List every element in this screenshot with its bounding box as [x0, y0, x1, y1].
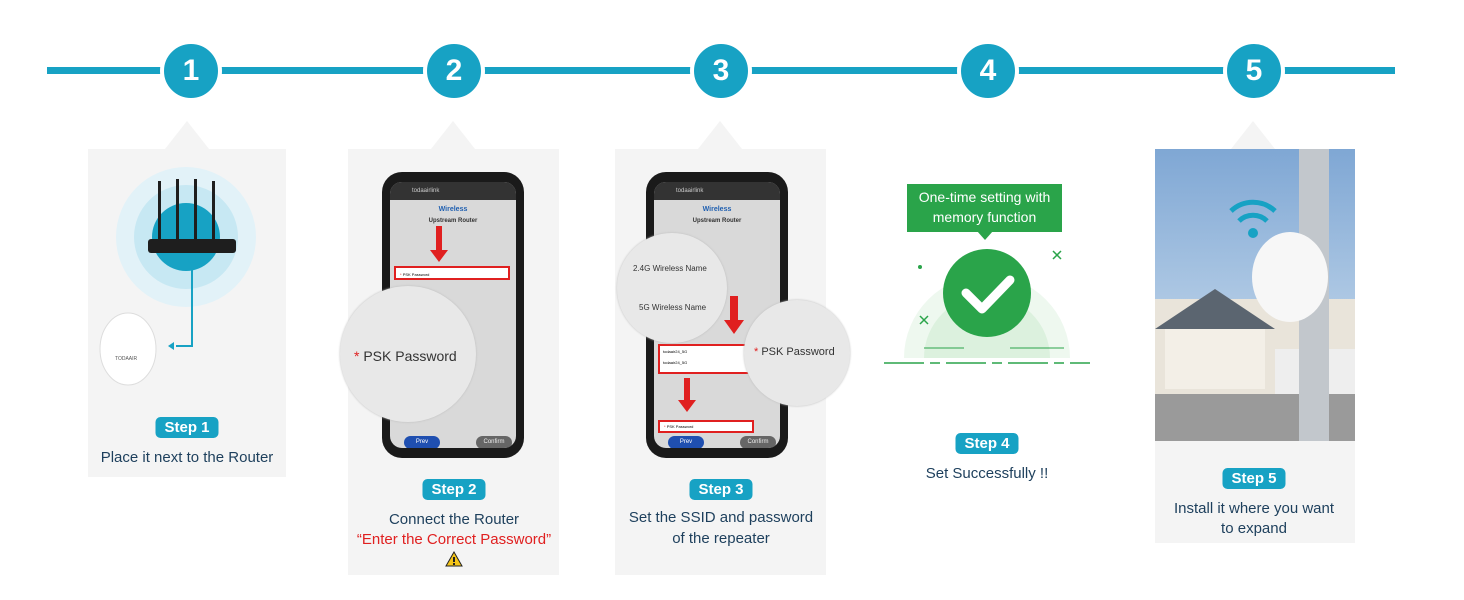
step-desc-4: Set Successfully !! [925, 465, 1049, 482]
step-number-1: 1 [160, 40, 222, 102]
url-bar-3: todaairlink [654, 182, 780, 200]
prev-button-3[interactable]: Prev [668, 436, 704, 448]
step-badge-1: Step 1 [155, 417, 219, 438]
prev-button[interactable]: Prev [404, 436, 440, 448]
router-illustration [99, 167, 256, 386]
confirm-button-3[interactable]: Confirm [740, 436, 776, 448]
psk-label-3: PSK Password [666, 424, 694, 429]
url-bar: todaairlink [390, 182, 516, 200]
device-brand: TODAAIR [115, 356, 138, 362]
step-desc-1: Place it next to the Router [100, 449, 274, 466]
step-badge-3: Step 3 [689, 479, 753, 500]
callout-line-2: memory function [932, 209, 1037, 225]
step-desc-3a: Set the SSID and password [628, 509, 814, 526]
ssid-24-value: todaair24_5G [663, 349, 688, 354]
ssid-zoom-bubble: 2.4G Wireless Name 5G Wireless Name [617, 233, 727, 343]
pointer-2 [431, 121, 475, 149]
psk-zoom-bubble: * PSK Password [340, 286, 476, 422]
callout-tail [977, 231, 993, 240]
warning-icon [445, 551, 463, 567]
pointer-1 [165, 121, 209, 149]
psk-label: PSK Password [402, 272, 430, 277]
psk-field[interactable]: * PSK Password [394, 266, 510, 280]
memory-callout: One-time setting with memory function [907, 184, 1062, 232]
step-desc-2: Connect the Router [388, 511, 520, 528]
step-number-3: 3 [690, 40, 752, 102]
step-number-5: 5 [1223, 40, 1285, 102]
ssid-fields[interactable]: todaair24_5G todaair24_5G [658, 344, 754, 374]
step-desc-5b: to expand [1221, 520, 1287, 537]
step-badge-4: Step 4 [955, 433, 1019, 454]
callout-line-1: One-time setting with [918, 189, 1051, 205]
phone-section-3: Upstream Router [692, 218, 742, 224]
psk-zoom-bubble-3: * PSK Password [744, 300, 850, 406]
step-number-2: 2 [423, 40, 485, 102]
arrow-head-3a [724, 320, 744, 334]
arrow-head [430, 250, 448, 262]
psk-field-3[interactable]: * PSK Password [658, 420, 754, 433]
pointer-3 [698, 121, 742, 149]
bubble-5-label: 5G Wireless Name [639, 303, 707, 312]
success-check-icon [884, 249, 1090, 364]
pointer-5 [1231, 121, 1275, 149]
step-badge-2: Step 2 [422, 479, 486, 500]
bubble-24-label: 2.4G Wireless Name [633, 264, 707, 273]
arrow-down-3b [684, 378, 690, 402]
arrow-down-3a [730, 296, 738, 322]
bubble-psk-label: PSK Password [363, 348, 457, 364]
step-desc-3b: of the repeater [672, 530, 770, 547]
phone-section: Upstream Router [428, 218, 478, 224]
warning-text: “Enter the Correct Password” [356, 531, 552, 548]
phone-header-3: Wireless [702, 206, 732, 213]
installation-photo [1155, 149, 1355, 441]
bubble3-psk: PSK Password [761, 346, 835, 358]
step-desc-5a: Install it where you want [1173, 500, 1335, 517]
confirm-button[interactable]: Confirm [476, 436, 512, 448]
phone-header: Wireless [438, 206, 468, 213]
arrow-head-3b [678, 400, 696, 412]
arrow-down [436, 226, 442, 252]
step-badge-5: Step 5 [1222, 468, 1286, 489]
ssid-5-value: todaair24_5G [663, 360, 688, 365]
step-number-4: 4 [957, 40, 1019, 102]
